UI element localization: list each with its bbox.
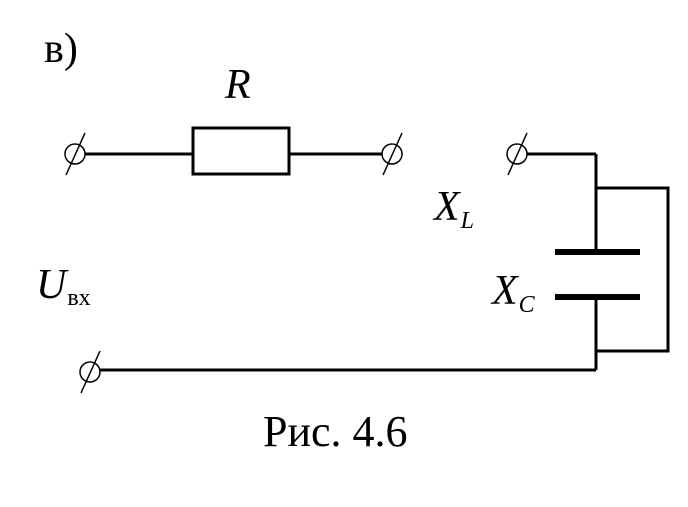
capacitor-label-main: X (492, 268, 518, 314)
inductor-label: XL (434, 184, 474, 233)
resistor-symbol (191, 126, 291, 176)
input-voltage-label: Uвх (36, 262, 91, 310)
terminal-top-right (506, 132, 528, 176)
capacitor-label-subscript: C (518, 292, 535, 318)
terminal-top-left (64, 132, 86, 176)
input-voltage-label-main: U (36, 262, 67, 308)
resistor-label: R (225, 62, 251, 108)
terminal-top-middle (381, 132, 403, 176)
panel-letter: в) (44, 26, 78, 72)
input-voltage-label-subscript: вх (67, 285, 91, 311)
terminal-bottom-left (79, 350, 101, 394)
inductor-shunt-wire (596, 186, 670, 353)
inductor-label-main: X (434, 184, 460, 230)
figure-caption: Рис. 4.6 (263, 407, 408, 456)
capacitor-label: XC (492, 268, 535, 317)
inductor-label-subscript: L (460, 208, 475, 234)
